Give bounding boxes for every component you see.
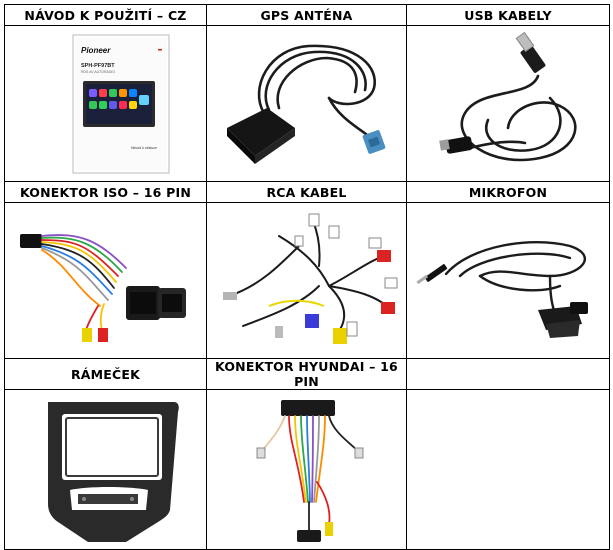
manual-booklet-image: Pioneer SPH-PF97BT RDS AV AUTORÁDIO Návo…: [72, 34, 169, 173]
gps-antenna-image: [226, 44, 385, 164]
manual-subtitle-text: RDS AV AUTORÁDIO: [81, 70, 115, 74]
cell-label-usb-cables: USB KABELY: [406, 4, 610, 26]
cell-label-empty: [406, 358, 610, 390]
cell-label-iso-connector: KONEKTOR ISO – 16 PIN: [4, 181, 207, 203]
cell-image-gps-antenna: [206, 25, 407, 182]
cell-label-gps-antenna: GPS ANTÉNA: [206, 4, 407, 26]
cell-label-frame: RÁMEČEK: [4, 358, 207, 390]
cell-label-manual: NÁVOD K POUŽITÍ – CZ: [4, 4, 207, 26]
image-row-1: Pioneer SPH-PF97BT RDS AV AUTORÁDIO Návo…: [4, 25, 610, 182]
cell-image-manual: Pioneer SPH-PF97BT RDS AV AUTORÁDIO Návo…: [4, 25, 207, 182]
header-row-2: KONEKTOR ISO – 16 PIN RCA KABEL MIKROFON: [4, 181, 610, 203]
package-contents-grid: NÁVOD K POUŽITÍ – CZ GPS ANTÉNA USB KABE…: [4, 4, 610, 550]
usb-cables-image: [439, 31, 577, 161]
cell-image-iso-connector: [4, 202, 207, 359]
cell-image-frame: [4, 389, 207, 550]
cell-image-usb-cables: [406, 25, 610, 182]
header-row-1: NÁVOD K POUŽITÍ – CZ GPS ANTÉNA USB KABE…: [4, 4, 610, 26]
header-row-3: RÁMEČEK KONEKTOR HYUNDAI – 16 PIN: [4, 358, 610, 390]
microphone-image: [416, 240, 588, 338]
dash-frame-image: [47, 401, 179, 542]
rca-cable-image: [222, 213, 397, 344]
manual-footer-text: Návod k obsluze: [131, 146, 157, 150]
image-row-3: [4, 389, 610, 550]
image-row-2: [4, 202, 610, 359]
contents-table: NÁVOD K POUŽITÍ – CZ GPS ANTÉNA USB KABE…: [4, 4, 610, 550]
cell-image-rca-cable: [206, 202, 407, 359]
cell-image-hyundai-connector: [206, 389, 407, 550]
cell-label-hyundai-connector: KONEKTOR HYUNDAI – 16 PIN: [206, 358, 407, 390]
manual-brand-logo: Pioneer: [81, 46, 111, 55]
iso-connector-image: [19, 233, 186, 342]
cell-label-rca-cable: RCA KABEL: [206, 181, 407, 203]
manual-model-text: SPH-PF97BT: [81, 63, 115, 69]
cell-image-empty: [406, 389, 610, 550]
hyundai-connector-image: [256, 399, 363, 542]
cell-label-microphone: MIKROFON: [406, 181, 610, 203]
cell-image-microphone: [406, 202, 610, 359]
